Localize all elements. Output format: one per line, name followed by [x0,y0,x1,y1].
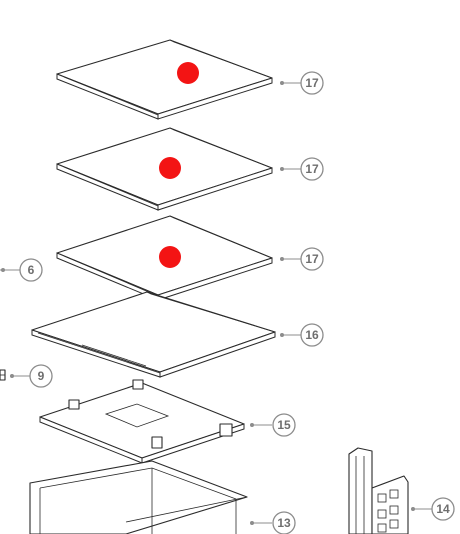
callout-label: 17 [305,252,319,266]
callout-label: 16 [305,328,319,342]
callout-6[interactable]: 6 [0,258,43,282]
highlight-marker-1 [177,62,199,84]
callout-17-top[interactable]: 17 [280,71,324,95]
callout-16[interactable]: 16 [280,323,324,347]
glass-shelf-3[interactable] [56,215,273,301]
callout-label: 17 [305,162,319,176]
callout-17-bottom[interactable]: 17 [280,247,324,271]
side-bracket[interactable] [348,447,409,534]
callout-15[interactable]: 15 [250,413,296,437]
callout-13[interactable]: 13 [250,511,296,534]
highlight-marker-3 [159,246,181,268]
callout-17-middle[interactable]: 17 [280,157,324,181]
callout-label: 6 [28,263,35,277]
callout-label: 14 [436,502,450,516]
callout-label: 15 [277,418,291,432]
shelf-frame[interactable] [31,291,276,378]
glass-shelf-1[interactable] [56,39,273,120]
callout-label: 13 [277,516,291,530]
callout-9[interactable]: 9 [10,364,53,388]
small-clip[interactable] [0,369,6,381]
glass-shelf-2[interactable] [56,127,273,211]
callout-label: 9 [38,369,45,383]
callout-14[interactable]: 14 [411,497,455,521]
crisper-cover[interactable] [39,379,245,464]
crisper-drawer[interactable] [29,460,248,534]
highlight-marker-2 [159,157,181,179]
callout-label: 17 [305,76,319,90]
